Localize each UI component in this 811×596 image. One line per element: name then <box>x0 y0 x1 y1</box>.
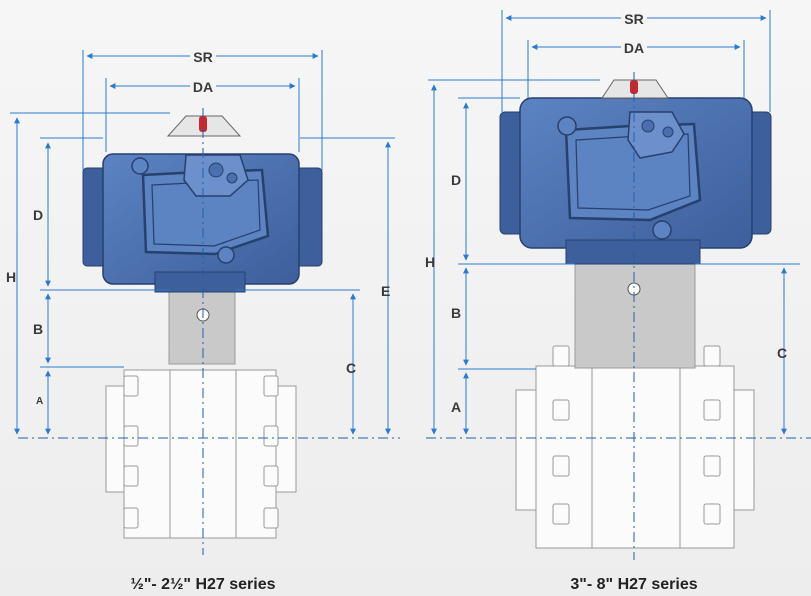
left-label-h: H <box>6 269 16 285</box>
right-valve-drawing <box>499 79 772 549</box>
left-stem-bracket <box>168 291 236 365</box>
left-valve-body <box>105 369 297 539</box>
right-label-c: C <box>777 345 787 361</box>
right-label-sr: SR <box>624 11 643 27</box>
right-label-da: DA <box>624 40 644 56</box>
left-label-d: D <box>33 207 43 223</box>
left-dimension-labels: SR DA H D B A C E <box>6 49 390 407</box>
left-valve-drawing <box>82 115 323 539</box>
left-caption: ½"- 2½" H27 series <box>130 576 275 593</box>
right-actuator <box>499 79 772 265</box>
right-dimension-lines <box>428 10 800 435</box>
right-label-d: D <box>451 172 461 188</box>
left-label-sr: SR <box>193 49 212 65</box>
left-label-e: E <box>381 283 390 299</box>
right-label-b: B <box>451 305 461 321</box>
left-label-a: A <box>36 396 43 407</box>
right-label-h: H <box>425 254 435 270</box>
left-label-c: C <box>346 360 356 376</box>
right-stem-bracket <box>574 263 696 369</box>
right-dimension-labels: SR DA H D B A C <box>425 11 787 415</box>
left-label-b: B <box>33 321 43 337</box>
left-label-da: DA <box>193 79 213 95</box>
right-caption: 3"- 8" H27 series <box>570 576 697 593</box>
right-label-a: A <box>451 399 461 415</box>
right-valve-body <box>515 345 755 549</box>
left-actuator <box>82 115 323 293</box>
